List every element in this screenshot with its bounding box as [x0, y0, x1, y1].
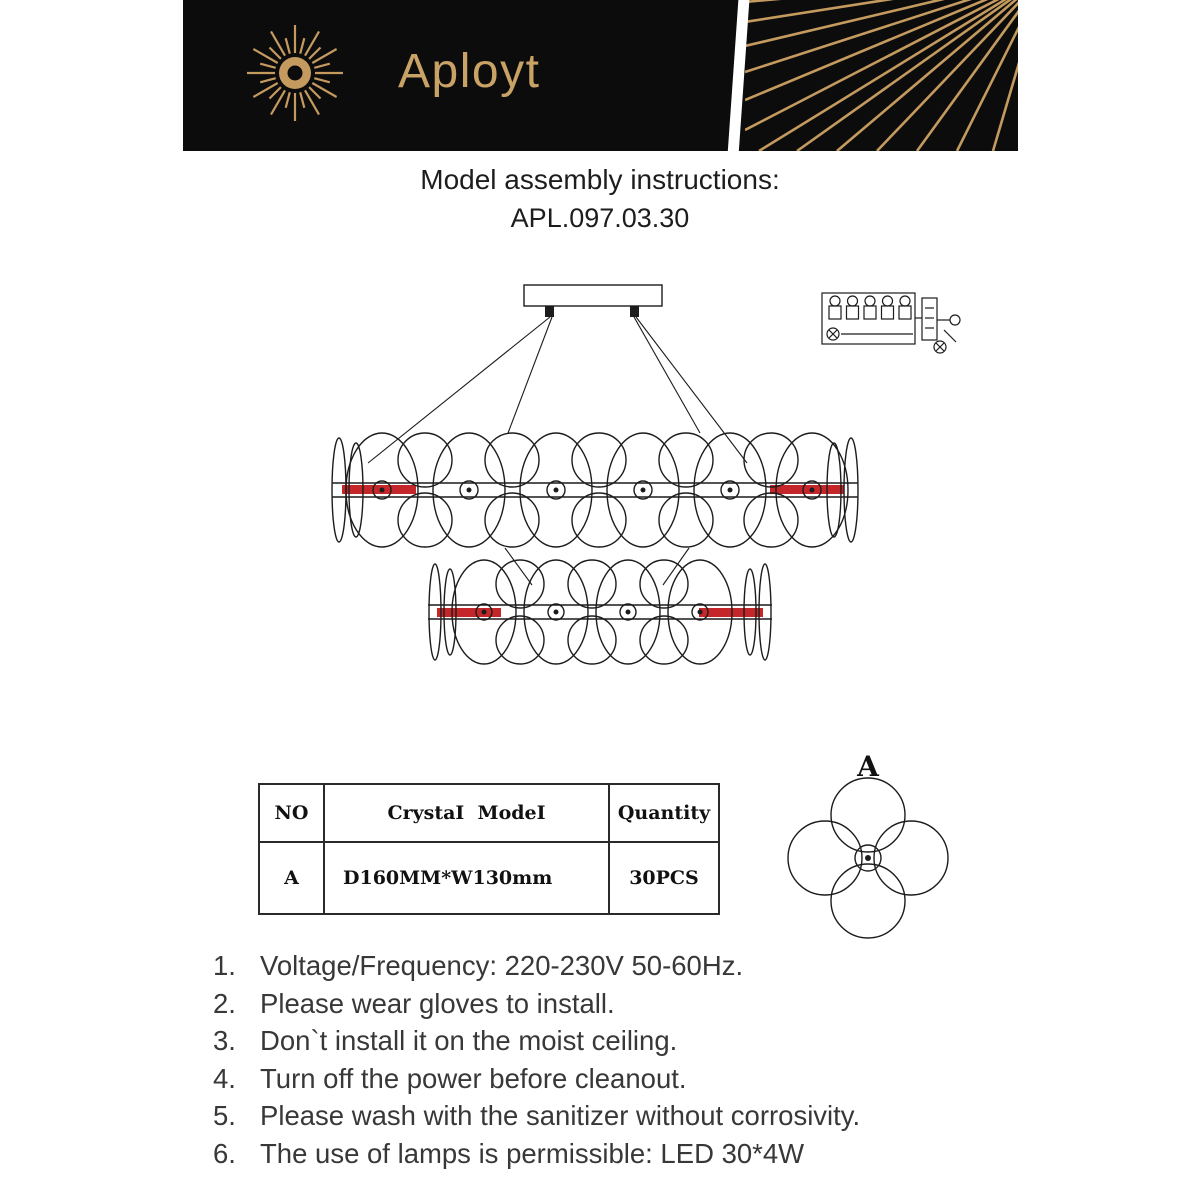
instruction-text: Please wear gloves to install. — [260, 987, 615, 1019]
instruction-item: 2. Please wear gloves to install. — [213, 989, 1053, 1018]
instruction-number: 5. — [213, 1100, 236, 1131]
instruction-number: 2. — [213, 987, 236, 1019]
ceiling-mount-drawing — [523, 284, 663, 317]
spec-table: NO CrystaI ModeI Quantity A D160MM*W130m… — [258, 783, 720, 915]
instruction-item: 3. Don`t install it on the moist ceiling… — [213, 1026, 1053, 1055]
cell-crystal-model: D160MM*W130mm — [323, 841, 610, 915]
instruction-number: 6. — [213, 1137, 236, 1169]
instruction-number: 4. — [213, 1062, 236, 1094]
suspension-wires-drawing — [367, 316, 748, 586]
instruction-list: 1. Voltage/Frequency: 220-230V 50-60Hz. … — [213, 951, 1053, 1176]
instruction-text: Voltage/Frequency: 220-230V 50-60Hz. — [260, 950, 744, 981]
instruction-item: 6. The use of lamps is permissible: LED … — [213, 1139, 1053, 1168]
page-title: Model assembly instructions: — [420, 164, 780, 195]
brand-text: Aployt — [398, 45, 541, 98]
table-header-row: NO CrystaI ModeI Quantity — [258, 783, 720, 843]
instruction-text: Don`t install it on the moist ceiling. — [260, 1025, 678, 1056]
instruction-text: The use of lamps is permissible: LED 30*… — [260, 1137, 805, 1169]
header-no: NO — [258, 783, 325, 843]
cell-quantity: 30PCS — [608, 841, 720, 915]
rays-decoration — [745, 0, 1018, 151]
wiring-diagram-drawing — [821, 292, 961, 354]
header-banner: Aployt — [183, 0, 1018, 163]
instruction-number: 1. — [213, 950, 236, 981]
title-block: Model assembly instructions: APL.097.03.… — [0, 164, 1200, 234]
cell-no: A — [258, 841, 325, 915]
instruction-item: 1. Voltage/Frequency: 220-230V 50-60Hz. — [213, 951, 1053, 980]
header-quantity: Quantity — [608, 783, 720, 843]
lower-tier-drawing — [428, 559, 772, 665]
crystal-detail-drawing — [787, 777, 949, 939]
instruction-text: Please wash with the sanitizer without c… — [260, 1100, 861, 1131]
upper-tier-drawing — [331, 432, 859, 548]
instruction-item: 4. Turn off the power before cleanout. — [213, 1064, 1053, 1093]
instruction-item: 5. Please wash with the sanitizer withou… — [213, 1101, 1053, 1130]
table-row: A D160MM*W130mm 30PCS — [258, 841, 720, 915]
sunburst-logo-icon — [247, 25, 343, 121]
instruction-number: 3. — [213, 1025, 236, 1056]
crystal-detail-label: A — [857, 750, 879, 783]
instruction-text: Turn off the power before cleanout. — [260, 1062, 687, 1094]
model-number: APL.097.03.30 — [510, 203, 690, 233]
header-crystal-model: CrystaI ModeI — [323, 783, 610, 843]
